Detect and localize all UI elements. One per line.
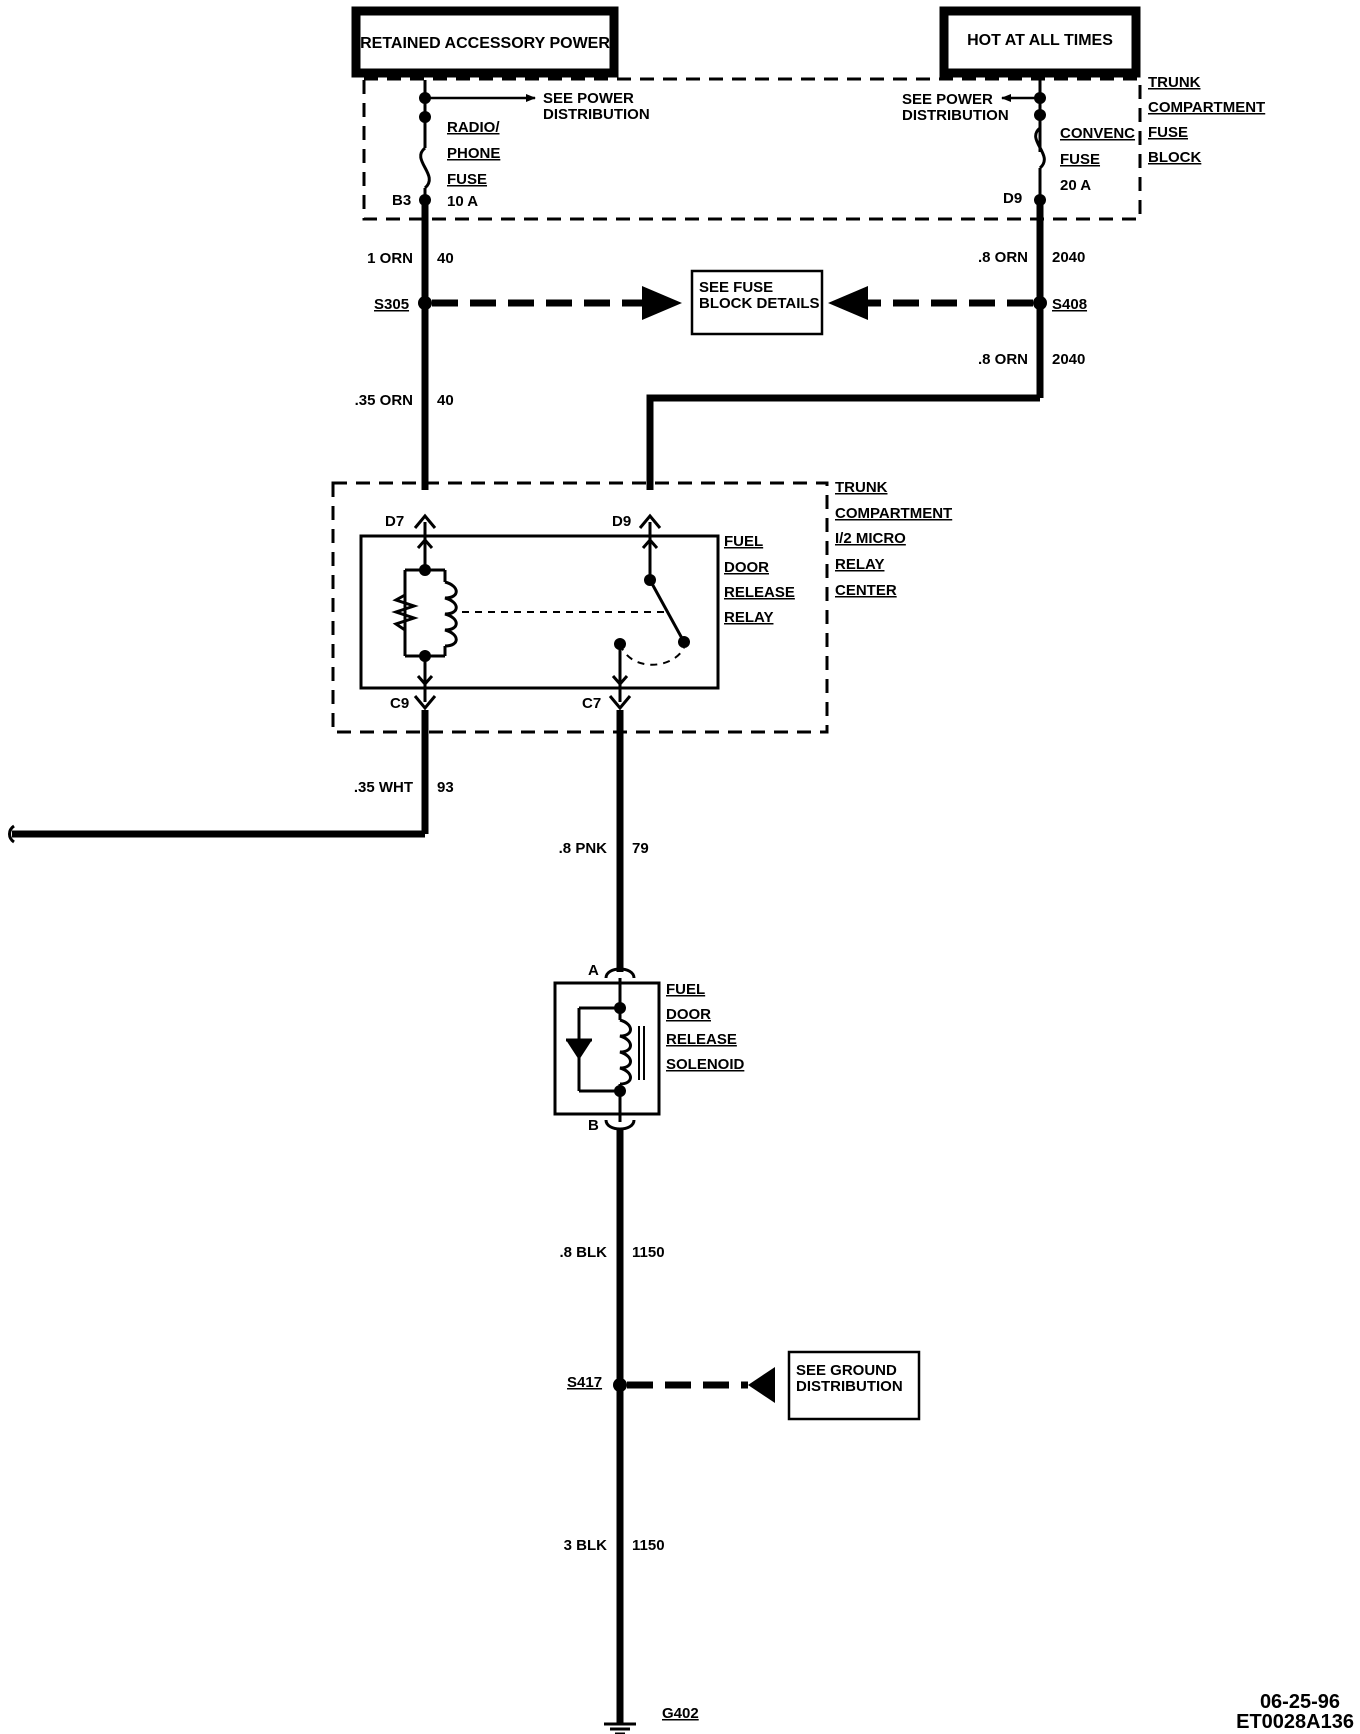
svg-text:A: A xyxy=(588,962,599,979)
svg-text:20 A: 20 A xyxy=(1060,177,1091,194)
relay-coil-symbol xyxy=(444,580,458,648)
svg-text:TRUNK: TRUNK xyxy=(1148,74,1201,91)
connector-d9 xyxy=(638,513,662,529)
svg-text:D7: D7 xyxy=(385,513,404,530)
svg-text:93: 93 xyxy=(437,779,454,796)
convenc-fuse-symbol xyxy=(1034,126,1046,170)
svg-text:SEE POWER: SEE POWER xyxy=(543,90,634,107)
hot-at-all-times-label: HOT AT ALL TIMES xyxy=(967,32,1113,49)
svg-text:RELEASE: RELEASE xyxy=(724,584,795,601)
svg-text:DISTRIBUTION: DISTRIBUTION xyxy=(543,106,650,123)
svg-text:DOOR: DOOR xyxy=(724,559,769,576)
arrow-from-ground-dist xyxy=(748,1367,775,1403)
svg-text:G402: G402 xyxy=(662,1705,699,1722)
svg-text:.8 PNK: .8 PNK xyxy=(559,840,608,857)
svg-text:PHONE: PHONE xyxy=(447,145,500,162)
svg-text:RADIO/: RADIO/ xyxy=(447,119,500,136)
svg-text:1150: 1150 xyxy=(632,1244,665,1261)
svg-text:.35 WHT: .35 WHT xyxy=(354,779,413,796)
connector-b xyxy=(604,1119,636,1131)
fuel-door-release-solenoid: A B FUEL DOOR RELEASE SOLENOID xyxy=(553,962,745,1134)
relay-resistor-symbol xyxy=(391,593,419,632)
svg-text:BLOCK DETAILS: BLOCK DETAILS xyxy=(699,295,820,312)
retained-accessory-power-label: RETAINED ACCESSORY POWER xyxy=(360,35,610,52)
svg-text:FUSE: FUSE xyxy=(1060,151,1100,168)
svg-text:.8 ORN: .8 ORN xyxy=(978,351,1028,368)
svg-text:DOOR: DOOR xyxy=(666,1006,711,1023)
wire-labels: 1 ORN 40 .8 ORN 2040 .8 ORN 2040 .35 ORN… xyxy=(354,249,1086,1554)
diagram-code: 06-25-96 ET0028A136 xyxy=(1236,1691,1354,1733)
svg-text:FUSE: FUSE xyxy=(1148,124,1188,141)
connector-c9 xyxy=(413,695,437,711)
arrow-to-fuse-details xyxy=(642,286,682,320)
connector-a xyxy=(604,967,636,979)
svg-text:CENTER: CENTER xyxy=(835,582,897,599)
svg-text:10 A: 10 A xyxy=(447,193,478,210)
svg-text:SOLENOID: SOLENOID xyxy=(666,1056,745,1073)
svg-text:I/2 MICRO: I/2 MICRO xyxy=(835,530,906,547)
svg-text:SEE GROUND: SEE GROUND xyxy=(796,1362,897,1379)
hot-at-all-times-box: HOT AT ALL TIMES xyxy=(939,6,1141,78)
ground-g402: G402 xyxy=(604,1705,699,1734)
svg-text:TRUNK: TRUNK xyxy=(835,479,888,496)
micro-relay-center: TRUNK COMPARTMENT I/2 MICRO RELAY CENTER… xyxy=(331,479,952,734)
svg-text:RELEASE: RELEASE xyxy=(666,1031,737,1048)
solenoid-coil-symbol xyxy=(619,1018,632,1086)
connector-c7 xyxy=(608,695,632,711)
svg-text:40: 40 xyxy=(437,250,454,267)
svg-text:1 ORN: 1 ORN xyxy=(367,250,413,267)
svg-text:FUEL: FUEL xyxy=(666,981,705,998)
svg-text:DISTRIBUTION: DISTRIBUTION xyxy=(796,1378,903,1395)
wires xyxy=(12,200,1044,1724)
svg-text:FUEL: FUEL xyxy=(724,533,763,550)
retained-accessory-power-box: RETAINED ACCESSORY POWER xyxy=(351,6,619,78)
splice-s408: S408 xyxy=(1033,296,1087,313)
svg-text:S305: S305 xyxy=(374,296,409,313)
svg-text:B: B xyxy=(588,1117,599,1134)
svg-text:79: 79 xyxy=(632,840,649,857)
arrow-from-s408 xyxy=(828,286,868,320)
svg-text:2040: 2040 xyxy=(1052,351,1085,368)
svg-text:40: 40 xyxy=(437,392,454,409)
svg-text:.8 BLK: .8 BLK xyxy=(559,1244,607,1261)
svg-text:D9: D9 xyxy=(612,513,631,530)
svg-text:.35 ORN: .35 ORN xyxy=(355,392,413,409)
splice-s417: S417 xyxy=(567,1374,627,1392)
svg-text:RELAY: RELAY xyxy=(724,609,773,626)
pin-b3: B3 xyxy=(392,192,411,209)
splice-s305: S305 xyxy=(374,296,432,313)
connector-d7 xyxy=(413,513,437,529)
svg-text:RELAY: RELAY xyxy=(835,556,884,573)
radio-fuse-symbol xyxy=(419,146,431,190)
svg-text:ET0028A136: ET0028A136 xyxy=(1236,1711,1354,1733)
svg-text:S408: S408 xyxy=(1052,296,1087,313)
svg-text:S417: S417 xyxy=(567,1374,602,1391)
fuse-block-title: TRUNK COMPARTMENT FUSE BLOCK xyxy=(1148,74,1265,166)
svg-text:C9: C9 xyxy=(390,695,409,712)
svg-text:SEE FUSE: SEE FUSE xyxy=(699,279,773,296)
svg-text:COMPARTMENT: COMPARTMENT xyxy=(835,505,952,522)
pin-d9-fuse: D9 xyxy=(1003,190,1022,207)
svg-text:FUSE: FUSE xyxy=(447,171,487,188)
svg-text:2040: 2040 xyxy=(1052,249,1085,266)
wire-break-end xyxy=(8,824,15,844)
ground-distribution-box: SEE GROUND DISTRIBUTION xyxy=(787,1350,921,1421)
svg-text:.8 ORN: .8 ORN xyxy=(978,249,1028,266)
fuse-block-details-box: SEE FUSE BLOCK DETAILS xyxy=(690,269,824,336)
svg-text:SEE POWER: SEE POWER xyxy=(902,91,993,108)
fuse-block: TRUNK COMPARTMENT FUSE BLOCK SEE POWER D… xyxy=(362,74,1265,221)
svg-text:C7: C7 xyxy=(582,695,601,712)
svg-text:DISTRIBUTION: DISTRIBUTION xyxy=(902,107,1009,124)
svg-text:CONVENC: CONVENC xyxy=(1060,125,1135,142)
svg-text:BLOCK: BLOCK xyxy=(1148,149,1201,166)
fuel-door-release-relay: FUEL DOOR RELEASE RELAY xyxy=(359,522,795,702)
svg-text:1150: 1150 xyxy=(632,1537,665,1554)
svg-text:06-25-96: 06-25-96 xyxy=(1260,1691,1340,1713)
diode-symbol xyxy=(566,1040,592,1060)
svg-text:COMPARTMENT: COMPARTMENT xyxy=(1148,99,1265,116)
svg-text:3 BLK: 3 BLK xyxy=(564,1537,608,1554)
